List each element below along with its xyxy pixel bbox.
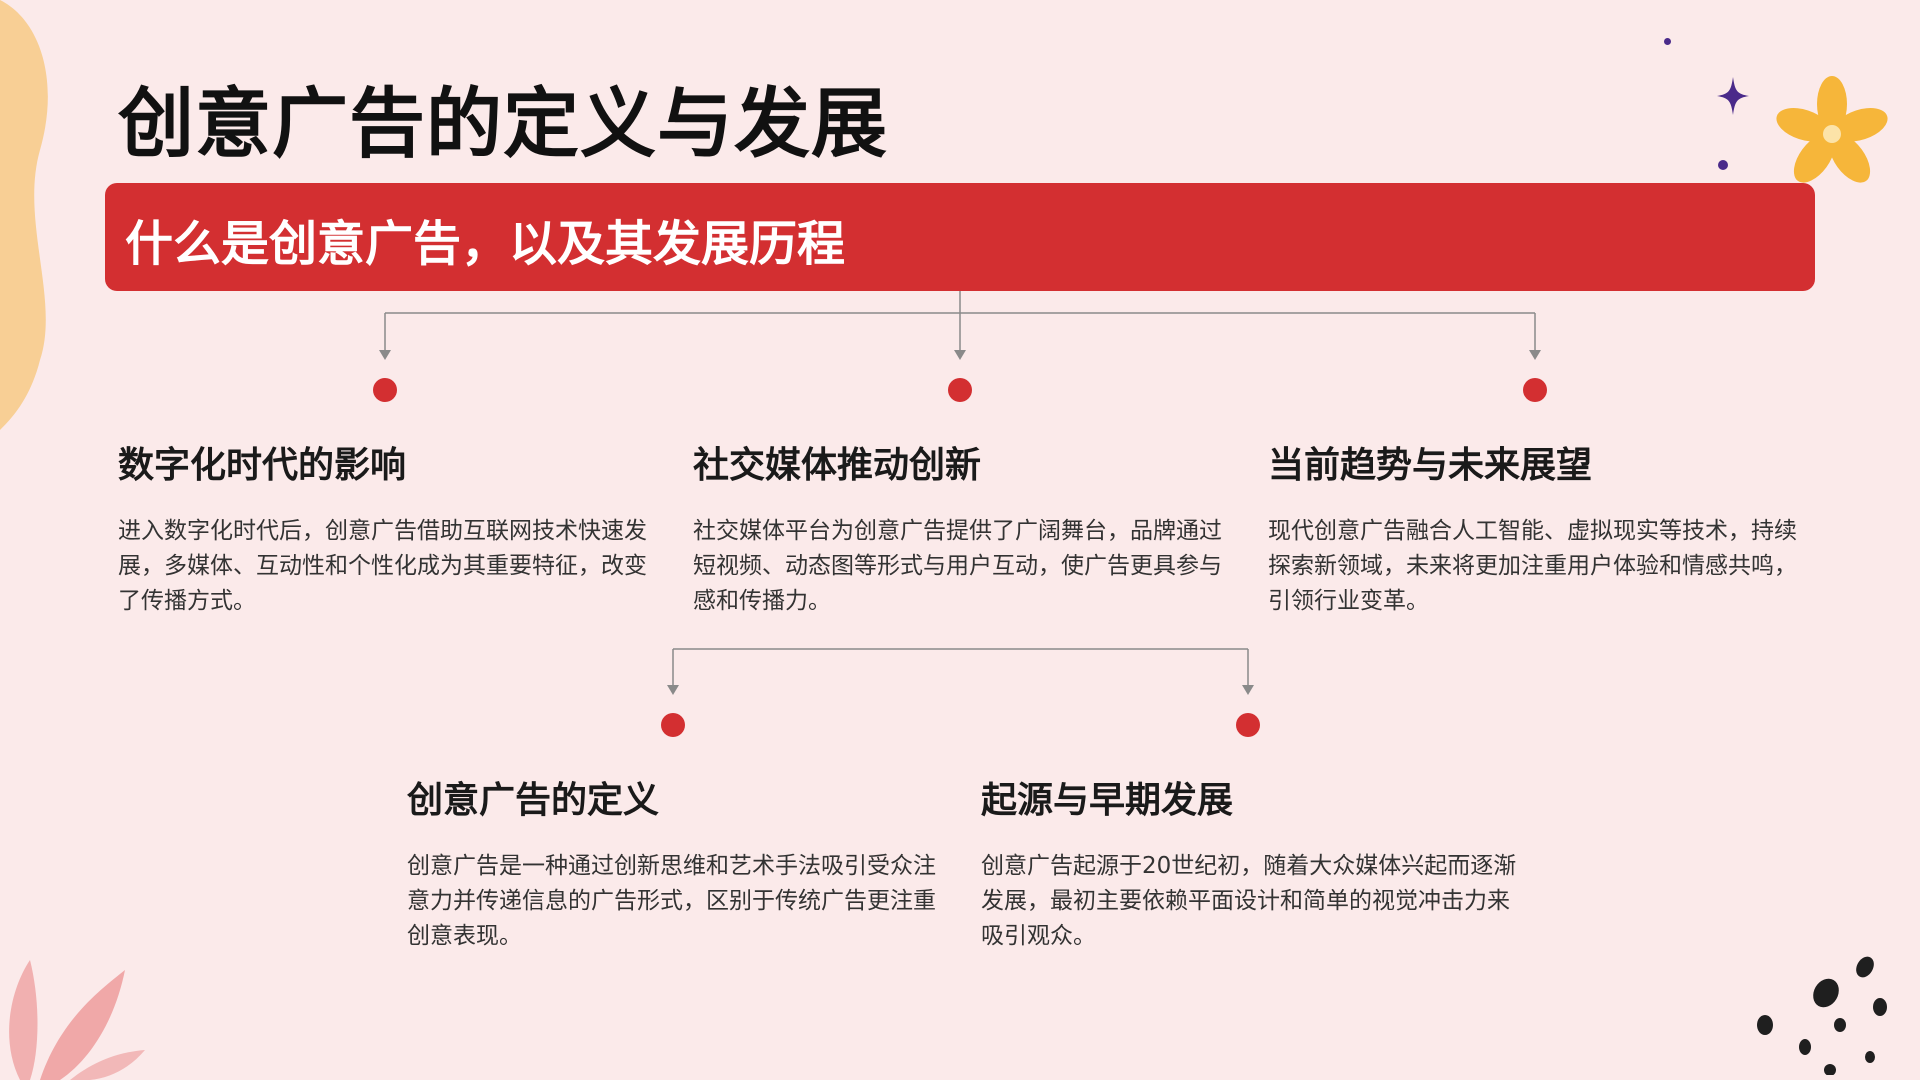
card-heading: 数字化时代的影响 xyxy=(118,445,407,486)
card-body: 创意广告起源于20世纪初，随着大众媒体兴起而逐渐发展，最初主要依赖平面设计和简单… xyxy=(981,853,1517,949)
card-body: 创意广告是一种通过创新思维和艺术手法吸引受众注意力并传递信息的广告形式，区别于传… xyxy=(407,853,936,949)
page-title: 创意广告的定义与发展 xyxy=(118,79,888,168)
sparkle-icon xyxy=(1717,77,1749,115)
card-heading: 社交媒体推动创新 xyxy=(693,445,982,486)
decor-leaf-bottom-left xyxy=(9,960,145,1080)
decor-dots-bottom-right xyxy=(1757,956,1887,1075)
card-trends-future: 当前趋势与未来展望 现代创意广告融合人工智能、虚拟现实等技术，持续探索新领域，未… xyxy=(1268,436,1813,619)
timeline-dot xyxy=(948,378,972,402)
card-body: 现代创意广告融合人工智能、虚拟现实等技术，持续探索新领域，未来将更加注重用户体验… xyxy=(1268,518,1797,614)
card-heading: 创意广告的定义 xyxy=(407,780,660,821)
subtitle-banner: 什么是创意广告，以及其发展历程 xyxy=(105,183,1815,291)
banner-text: 什么是创意广告，以及其发展历程 xyxy=(125,216,846,272)
connector-top xyxy=(384,291,1536,352)
decor-dot xyxy=(1718,160,1728,170)
card-heading: 当前趋势与未来展望 xyxy=(1268,445,1593,486)
timeline-dot xyxy=(373,378,397,402)
flower-icon xyxy=(1776,76,1888,183)
card-body: 进入数字化时代后，创意广告借助互联网技术快速发展，多媒体、互动性和个性化成为其重… xyxy=(118,518,647,614)
decor-dot xyxy=(1664,38,1671,45)
timeline-dot xyxy=(1523,378,1547,402)
timeline-dot xyxy=(1236,713,1260,737)
card-digital-era: 数字化时代的影响 进入数字化时代后，创意广告借助互联网技术快速发展，多媒体、互动… xyxy=(118,436,663,619)
card-origin: 起源与早期发展 创意广告起源于20世纪初，随着大众媒体兴起而逐渐发展，最初主要依… xyxy=(981,771,1526,954)
card-body: 社交媒体平台为创意广告提供了广阔舞台，品牌通过短视频、动态图等形式与用户互动，使… xyxy=(693,518,1222,614)
card-social-media: 社交媒体推动创新 社交媒体平台为创意广告提供了广阔舞台，品牌通过短视频、动态图等… xyxy=(693,436,1238,619)
decor-left-blob xyxy=(0,0,48,430)
card-definition: 创意广告的定义 创意广告是一种通过创新思维和艺术手法吸引受众注意力并传递信息的广… xyxy=(407,771,952,954)
timeline-dot xyxy=(661,713,685,737)
card-heading: 起源与早期发展 xyxy=(981,780,1234,821)
connector-bottom xyxy=(672,648,1249,687)
